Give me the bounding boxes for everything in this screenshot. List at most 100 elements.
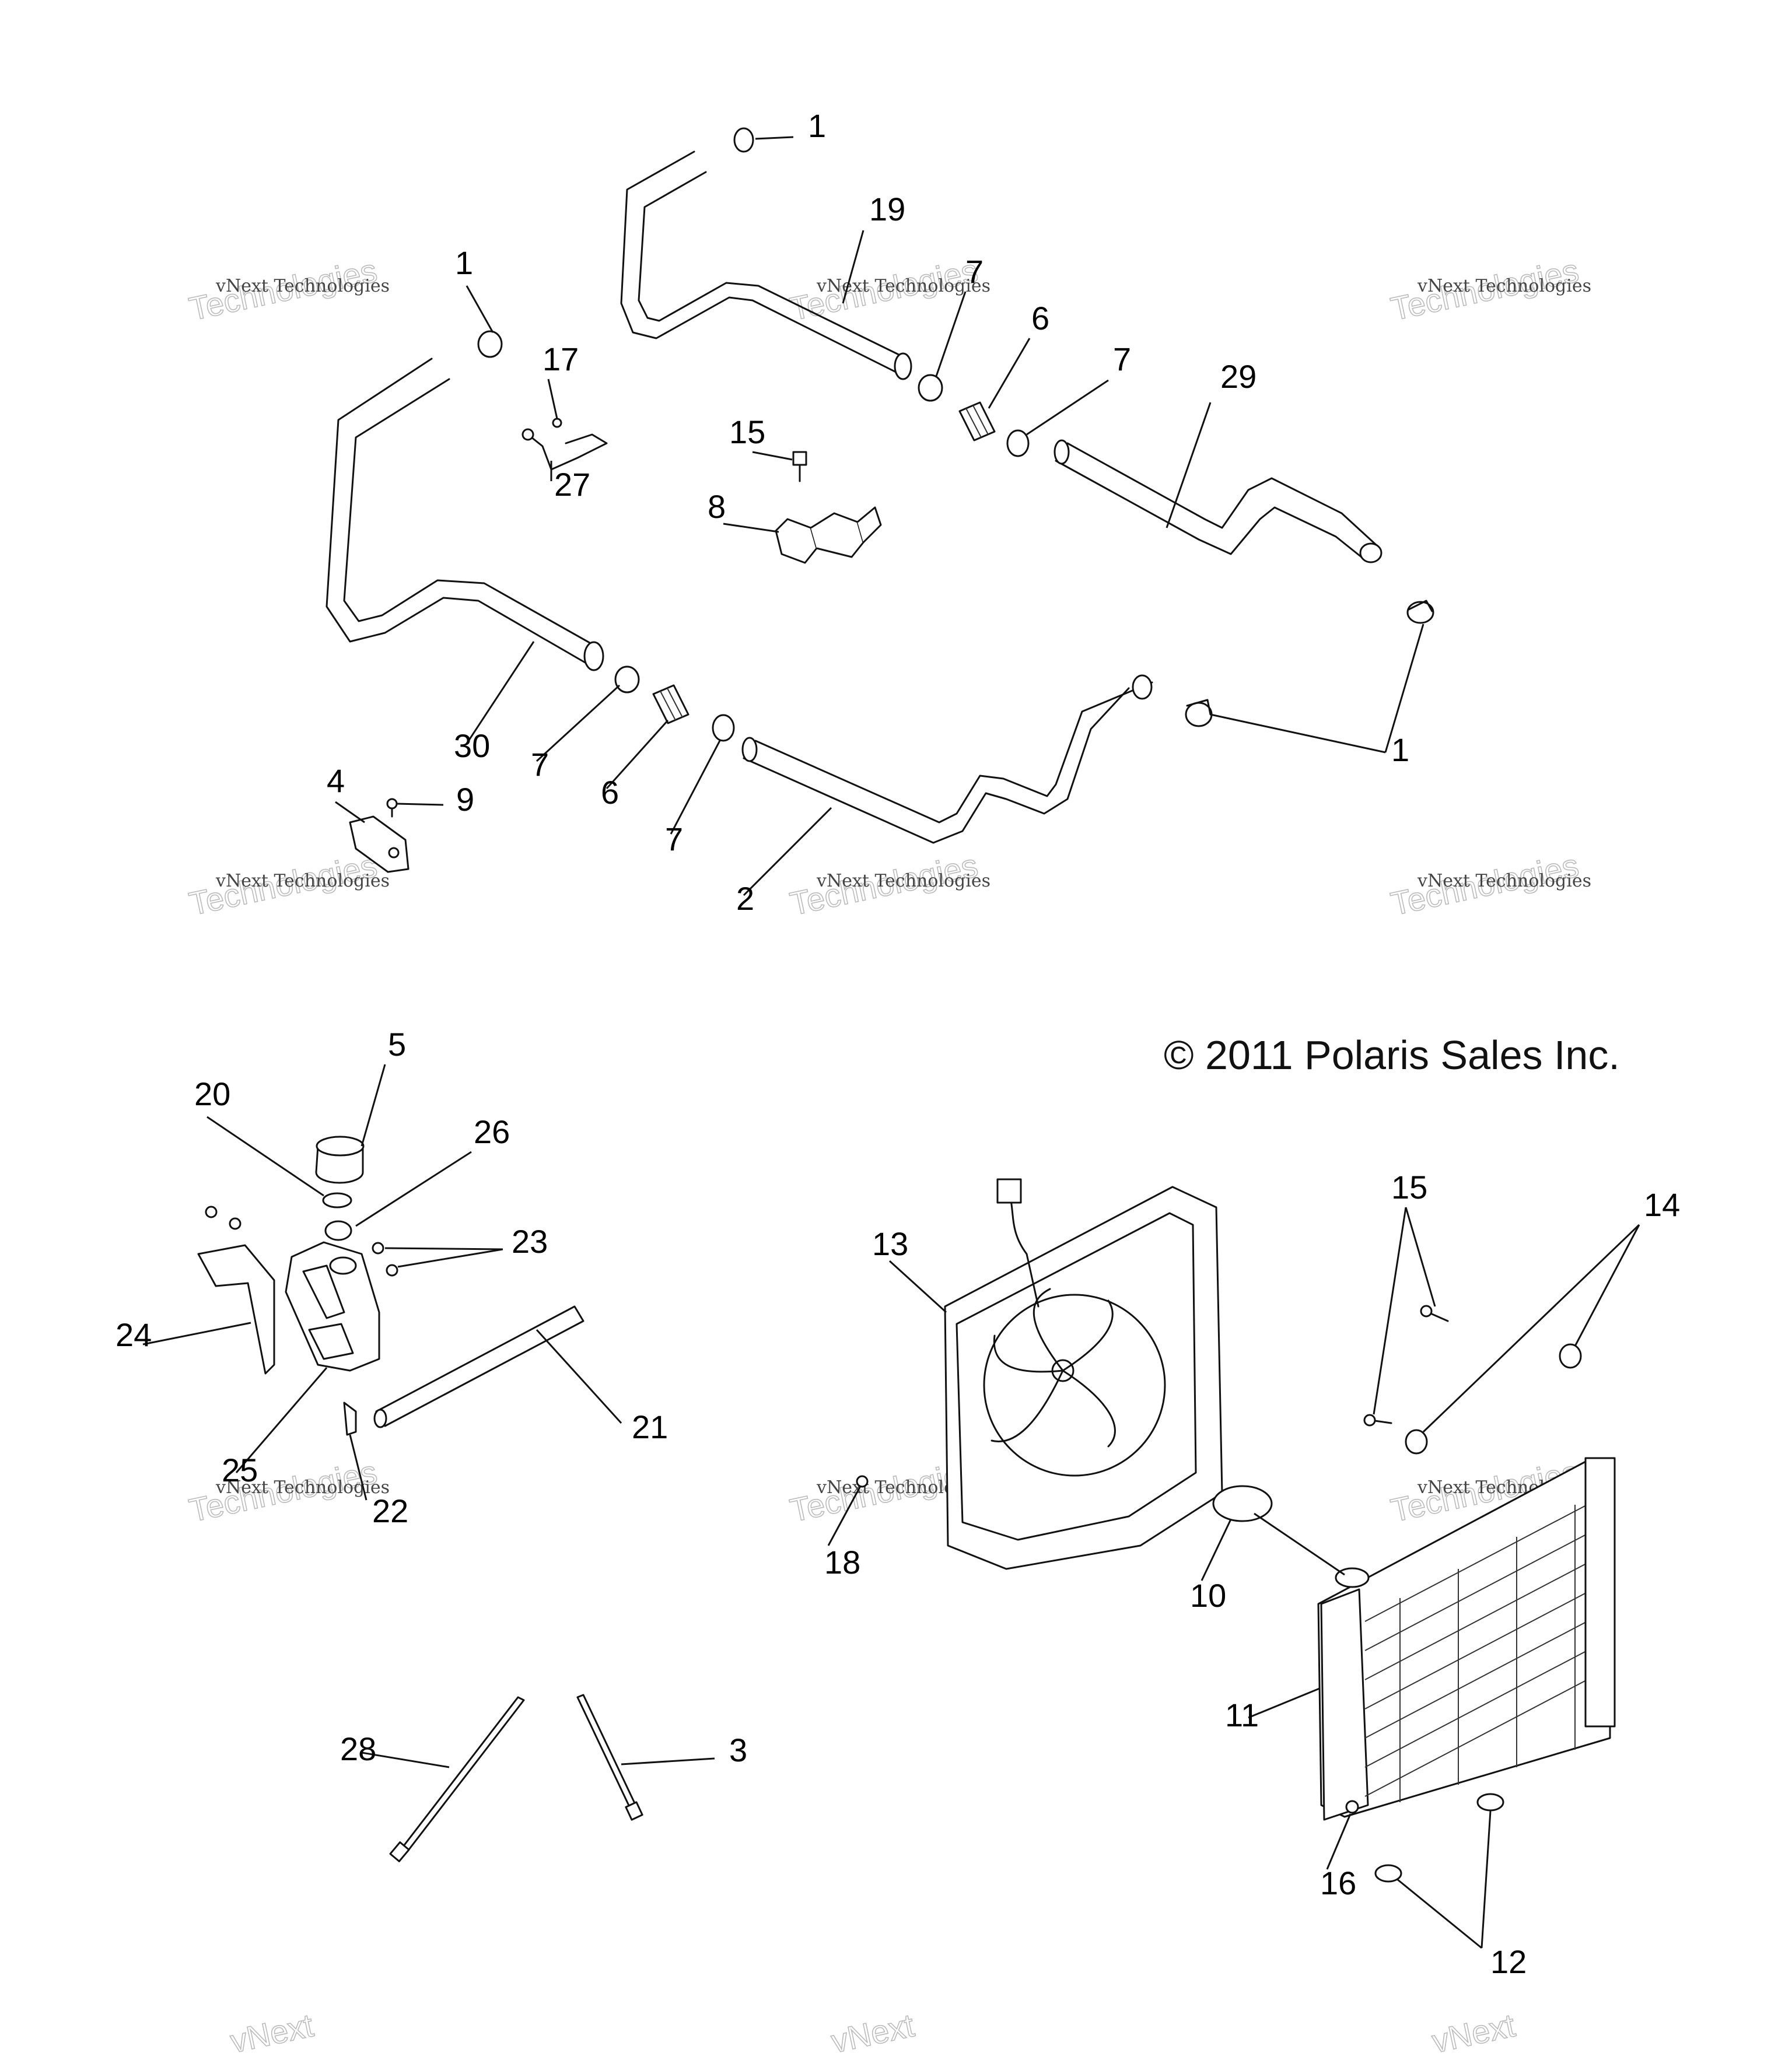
screw-23 [372, 1242, 384, 1255]
hose-29 [1054, 439, 1382, 563]
cable-tie-3 [576, 1694, 643, 1821]
callout-c15a: 15 [729, 414, 765, 450]
watermark-text: vNext Technologies [1417, 871, 1591, 891]
callout-c2: 2 [736, 880, 754, 917]
hose-21 [373, 1305, 584, 1428]
radiator-11 [1317, 1457, 1616, 1821]
callout-c23: 23 [512, 1223, 548, 1260]
grommet-14 [1559, 1343, 1582, 1369]
callout-c5: 5 [388, 1026, 406, 1063]
clamp-1 [477, 330, 503, 358]
callout-c29: 29 [1220, 358, 1256, 395]
grommet-14 [1405, 1429, 1428, 1455]
callout-c6a: 6 [1031, 300, 1049, 337]
cable-tie-28 [389, 1696, 525, 1862]
screw-18 [856, 1475, 869, 1488]
callout-c26: 26 [474, 1113, 510, 1150]
radiator-cap-10 [1212, 1485, 1370, 1588]
clamp-1 [733, 127, 754, 153]
bracket-4 [349, 815, 410, 873]
callout-c30: 30 [454, 727, 490, 764]
callout-c1c: 1 [1391, 731, 1409, 768]
watermark: Technologies vNext Technologies [186, 251, 390, 328]
callout-c10: 10 [1190, 1577, 1226, 1614]
clamp-7 [712, 714, 735, 742]
callout-c16: 16 [1320, 1865, 1356, 1901]
watermark-text: vNext Technologies [215, 276, 390, 296]
clamp-7 [1006, 429, 1030, 457]
callout-c9: 9 [456, 781, 474, 818]
callout-c14: 14 [1644, 1186, 1680, 1223]
watermark: vNext [1429, 2006, 1519, 2060]
wire-17-27 [522, 418, 608, 471]
leader-lines [142, 136, 1640, 1949]
clamp-7 [614, 665, 640, 693]
hose-2 [741, 674, 1153, 844]
watermark-text: vNext [227, 2006, 317, 2059]
watermark-text: vNext Technologies [215, 871, 390, 891]
callout-c7b: 7 [1113, 341, 1131, 377]
callout-c12: 12 [1490, 1943, 1527, 1980]
coupler-6 [958, 401, 996, 442]
callout-c17: 17 [542, 341, 579, 377]
callout-c7a: 7 [965, 253, 984, 290]
watermark-text: vNext [828, 2006, 918, 2059]
watermark: Technologies vNext Technologies [186, 846, 390, 923]
cap-5 [315, 1136, 365, 1184]
watermark: Technologies vNext Technologies [786, 251, 991, 328]
callout-c1a: 1 [808, 107, 826, 144]
seal-20 [322, 1192, 352, 1208]
callout-c3: 3 [729, 1732, 747, 1768]
callout-c7d: 7 [665, 821, 683, 857]
watermark: Technologies vNext Technologies [1387, 251, 1591, 328]
grommet-12 [1476, 1793, 1504, 1812]
reservoir-25 [285, 1241, 380, 1372]
callout-c20: 20 [194, 1075, 230, 1112]
fitting-22 [343, 1402, 357, 1436]
bolt-15 [1420, 1305, 1449, 1322]
callout-c7c: 7 [531, 746, 549, 783]
grommet-12 [1374, 1864, 1402, 1883]
bolt-15 [1363, 1414, 1392, 1427]
callout-c27: 27 [554, 466, 590, 503]
bolt-15 [792, 451, 807, 482]
watermark: Technologies vNext Technologies [186, 1453, 390, 1529]
screw-9 [386, 798, 398, 818]
watermark-text: vNext [1429, 2006, 1518, 2059]
copyright-text: © 2011 Polaris Sales Inc. [1164, 1032, 1620, 1078]
hose-30 [326, 358, 604, 671]
callout-c19: 19 [869, 191, 905, 227]
callout-c24: 24 [116, 1316, 152, 1353]
neck-26 [324, 1220, 352, 1241]
callout-c21: 21 [632, 1409, 668, 1445]
callout-c22: 22 [372, 1493, 408, 1529]
clamp-7 [918, 374, 943, 402]
watermark-text: vNext Technologies [1417, 276, 1591, 296]
callout-c25: 25 [222, 1452, 258, 1488]
clamp-1 [1185, 699, 1213, 727]
coupler-6 [652, 684, 690, 724]
watermark: vNext [227, 2006, 317, 2060]
bracket-8 [775, 506, 882, 564]
screw-23 [386, 1264, 398, 1277]
watermark: Technologies vNext Technologies [786, 846, 991, 923]
fan-shroud-13 [944, 1178, 1223, 1570]
callout-c1b: 1 [455, 244, 473, 281]
callout-c18: 18 [824, 1544, 860, 1581]
watermark-text: vNext Technologies [816, 871, 991, 891]
callout-c15b: 15 [1391, 1169, 1427, 1206]
callout-c6b: 6 [601, 774, 619, 811]
callout-c28: 28 [340, 1730, 376, 1767]
watermark: vNext [828, 2006, 918, 2060]
callout-c11: 11 [1225, 1697, 1259, 1733]
clamp-1 [1406, 600, 1434, 624]
callout-c8: 8 [708, 488, 726, 525]
nut-16 [1345, 1800, 1359, 1814]
callout-c13: 13 [872, 1225, 908, 1262]
hose-19 [620, 150, 912, 380]
bracket-24 [197, 1206, 275, 1375]
watermark: Technologies vNext Technologies [1387, 846, 1591, 923]
